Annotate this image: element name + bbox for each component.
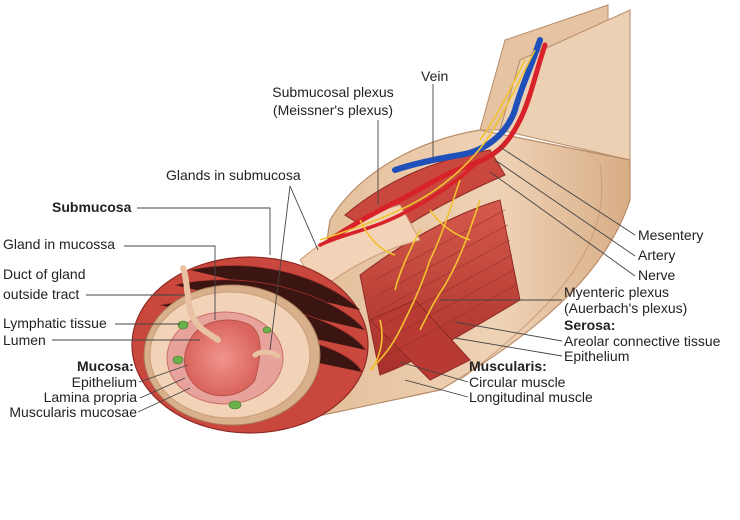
- label-lamina-propria: Lamina propria: [43, 389, 137, 405]
- label-lymphatic-tissue: Lymphatic tissue: [3, 315, 107, 331]
- label-areolar-connective-tissue: Areolar connective tissue: [564, 333, 721, 349]
- label-vein: Vein: [421, 68, 449, 84]
- nerves: [319, 49, 536, 371]
- label-myenteric-plexus: Myenteric plexus: [564, 284, 670, 300]
- label-auerbachs-plexus: (Auerbach's plexus): [564, 300, 688, 316]
- label-submucosa: Submucosa: [52, 199, 132, 215]
- label-serosa-epithelium: Epithelium: [564, 348, 630, 364]
- label-mucosa-heading: Mucosa:: [77, 358, 134, 374]
- leader-lines: [52, 84, 636, 413]
- label-longitudinal-muscle: Longitudinal muscle: [469, 389, 593, 405]
- submucosa-gland: [252, 349, 281, 359]
- label-mucosa-epithelium: Epithelium: [71, 374, 137, 390]
- label-muscularis-heading: Muscularis:: [469, 358, 547, 374]
- label-gland-in-mucosa: Gland in mucossa: [3, 236, 116, 252]
- label-meissners-plexus: (Meissner's plexus): [272, 102, 394, 118]
- label-outside-tract: outside tract: [3, 286, 80, 302]
- label-submucosal-plexus: Submucosal plexus: [272, 84, 394, 100]
- duct-of-gland: [180, 265, 221, 343]
- label-mesentery: Mesentery: [638, 227, 704, 243]
- cross-section: [131, 256, 369, 434]
- label-nerve: Nerve: [638, 267, 676, 283]
- label-artery: Artery: [638, 247, 676, 263]
- label-muscularis-mucosae: Muscularis mucosae: [9, 404, 137, 420]
- label-circular-muscle: Circular muscle: [469, 374, 566, 390]
- label-duct-of-gland: Duct of gland: [3, 266, 86, 282]
- lymphatic-nodules: [172, 320, 272, 410]
- label-glands-in-submucosa: Glands in submucosa: [166, 167, 301, 183]
- label-serosa-heading: Serosa:: [564, 317, 616, 333]
- blood-vessels: [318, 37, 548, 247]
- label-lumen: Lumen: [3, 332, 46, 348]
